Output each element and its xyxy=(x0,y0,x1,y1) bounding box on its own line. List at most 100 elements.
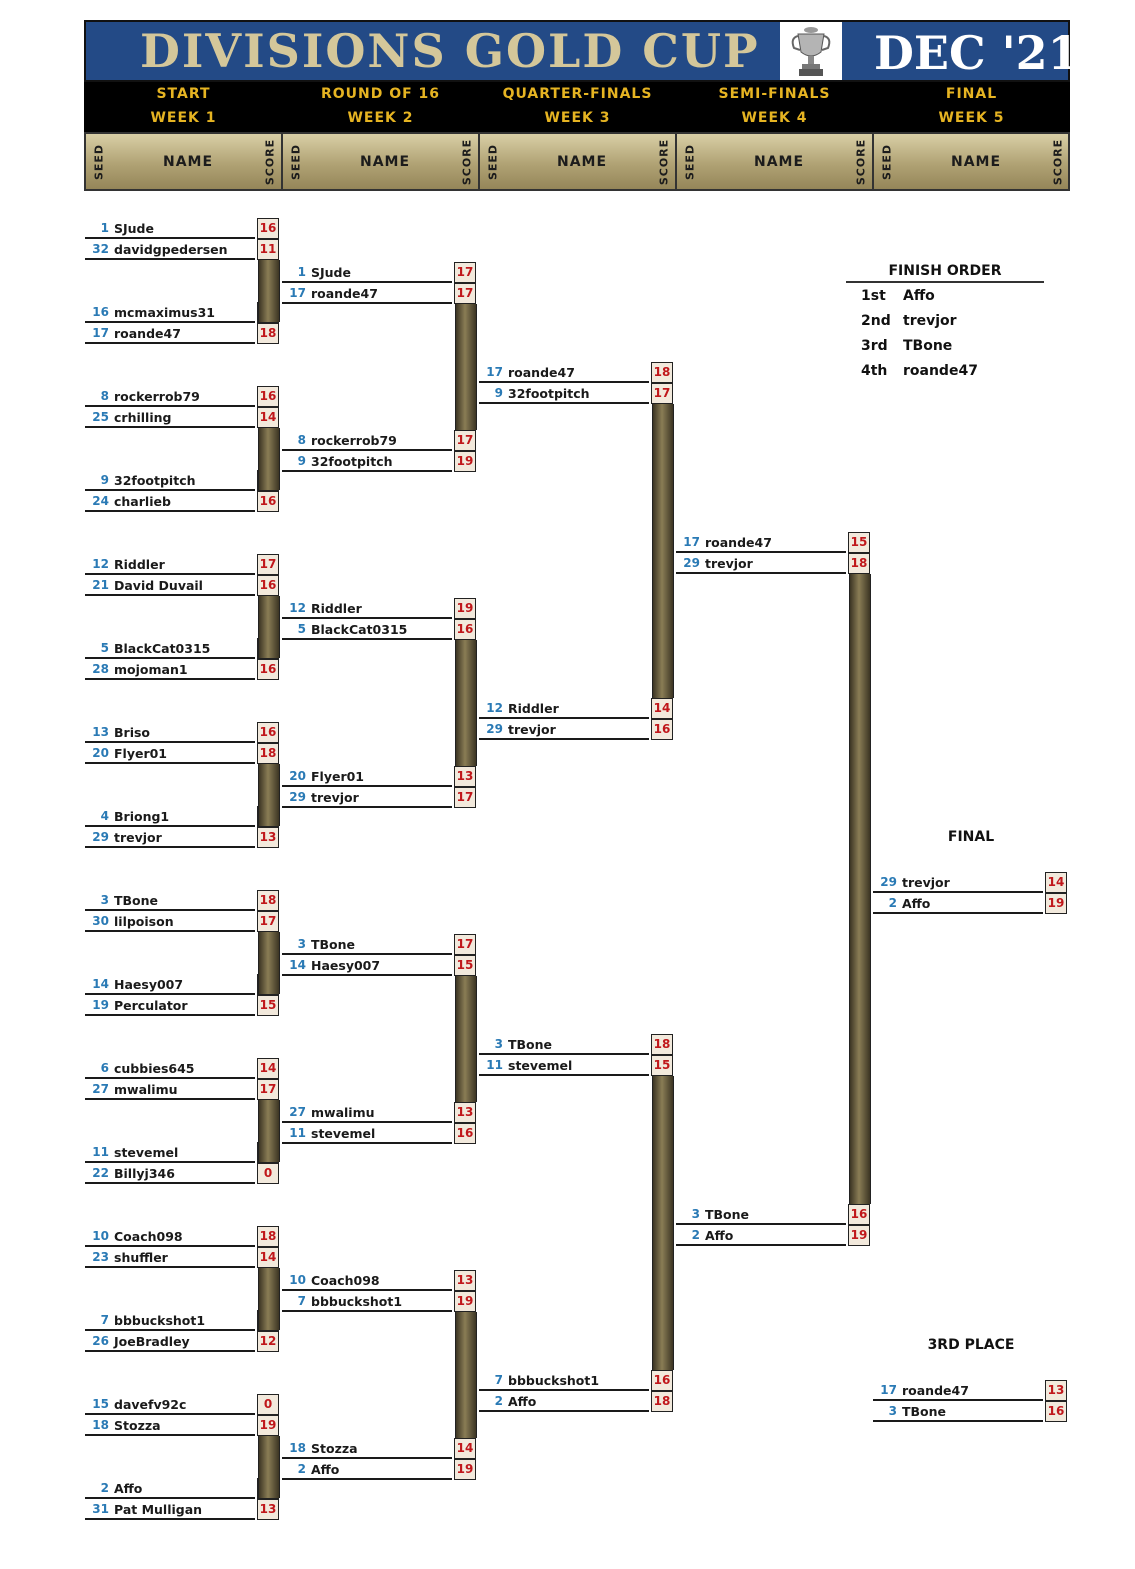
entry-score: 15 xyxy=(848,532,870,553)
entry-seed: 18 xyxy=(289,1441,306,1455)
entry-name: SJude xyxy=(311,265,351,280)
entry-underline xyxy=(676,551,846,553)
entry-score: 16 xyxy=(454,1123,476,1144)
bracket-connector xyxy=(258,260,280,322)
entry-score: 19 xyxy=(454,598,476,619)
entry-name: Briso xyxy=(114,725,151,740)
entry-name: stevemel xyxy=(114,1145,179,1160)
entry-score: 16 xyxy=(651,719,673,740)
entry-name: trevjor xyxy=(114,830,162,845)
finish-name: TBone xyxy=(903,338,953,354)
entry-seed: 6 xyxy=(100,1061,109,1075)
entry-name: mwalimu xyxy=(311,1105,375,1120)
col-header-score: SCORE xyxy=(1051,138,1065,186)
entry-seed: 3 xyxy=(691,1207,700,1221)
entry-score: 12 xyxy=(257,1331,279,1352)
entry-name: 32footpitch xyxy=(311,454,393,469)
entry-underline xyxy=(85,825,255,827)
entry-name: stevemel xyxy=(508,1058,573,1073)
entry-name: rockerrob79 xyxy=(114,389,200,404)
col-divider xyxy=(872,134,874,189)
bracket-entry: 14Haesy00718 xyxy=(85,974,279,995)
entry-score: 16 xyxy=(257,386,279,407)
entry-score: 14 xyxy=(1045,872,1067,893)
entry-seed: 24 xyxy=(92,494,109,508)
entry-score: 16 xyxy=(848,1204,870,1225)
entry-seed: 9 xyxy=(297,454,306,468)
entry-seed: 5 xyxy=(100,641,109,655)
entry-underline xyxy=(85,846,255,848)
entry-name: TBone xyxy=(311,937,356,952)
entry-seed: 29 xyxy=(683,556,700,570)
entry-underline xyxy=(282,1310,452,1312)
entry-underline xyxy=(85,405,255,407)
entry-seed: 7 xyxy=(100,1313,109,1327)
entry-score: 14 xyxy=(257,1247,279,1268)
col-header-seed: SEED xyxy=(289,143,303,181)
entry-seed: 2 xyxy=(494,1394,503,1408)
entry-underline xyxy=(85,678,255,680)
entry-name: Riddler xyxy=(114,557,165,572)
entry-score: 19 xyxy=(454,1291,476,1312)
entry-score: 0 xyxy=(257,1394,279,1415)
entry-score: 18 xyxy=(257,1226,279,1247)
entry-underline xyxy=(85,1329,255,1331)
entry-seed: 7 xyxy=(297,1294,306,1308)
entry-score: 18 xyxy=(651,362,673,383)
entry-underline xyxy=(85,930,255,932)
entry-name: Affo xyxy=(508,1394,537,1409)
entry-seed: 3 xyxy=(100,893,109,907)
entry-underline xyxy=(282,638,452,640)
entry-underline xyxy=(85,993,255,995)
round-name-2: QUARTER-FINALS xyxy=(502,86,653,102)
entry-seed: 14 xyxy=(92,977,109,991)
date-label: DEC '21 xyxy=(874,26,1080,80)
col-header-score: SCORE xyxy=(460,138,474,186)
entry-seed: 20 xyxy=(289,769,306,783)
entry-score: 15 xyxy=(454,955,476,976)
entry-score: 13 xyxy=(454,1270,476,1291)
round-name-3: SEMI-FINALS xyxy=(718,86,831,102)
entry-underline xyxy=(479,1410,649,1412)
bracket-connector xyxy=(455,640,477,766)
col-divider xyxy=(478,134,480,189)
entry-underline xyxy=(479,1389,649,1391)
entry-underline xyxy=(85,1182,255,1184)
entry-underline xyxy=(85,237,255,239)
bracket-connector xyxy=(258,1100,280,1162)
entry-name: Coach098 xyxy=(114,1229,183,1244)
entry-seed: 17 xyxy=(683,535,700,549)
entry-score: 16 xyxy=(257,218,279,239)
entry-name: bbbuckshot1 xyxy=(508,1373,600,1388)
col-header-seed: SEED xyxy=(683,143,697,181)
entry-underline xyxy=(873,891,1043,893)
bracket-connector xyxy=(258,428,280,490)
col-header-name: NAME xyxy=(754,154,805,170)
entry-underline xyxy=(282,470,452,472)
entry-seed: 22 xyxy=(92,1166,109,1180)
entry-seed: 12 xyxy=(92,557,109,571)
entry-seed: 8 xyxy=(297,433,306,447)
entry-underline xyxy=(85,321,255,323)
round-week-0: WEEK 1 xyxy=(150,110,217,126)
